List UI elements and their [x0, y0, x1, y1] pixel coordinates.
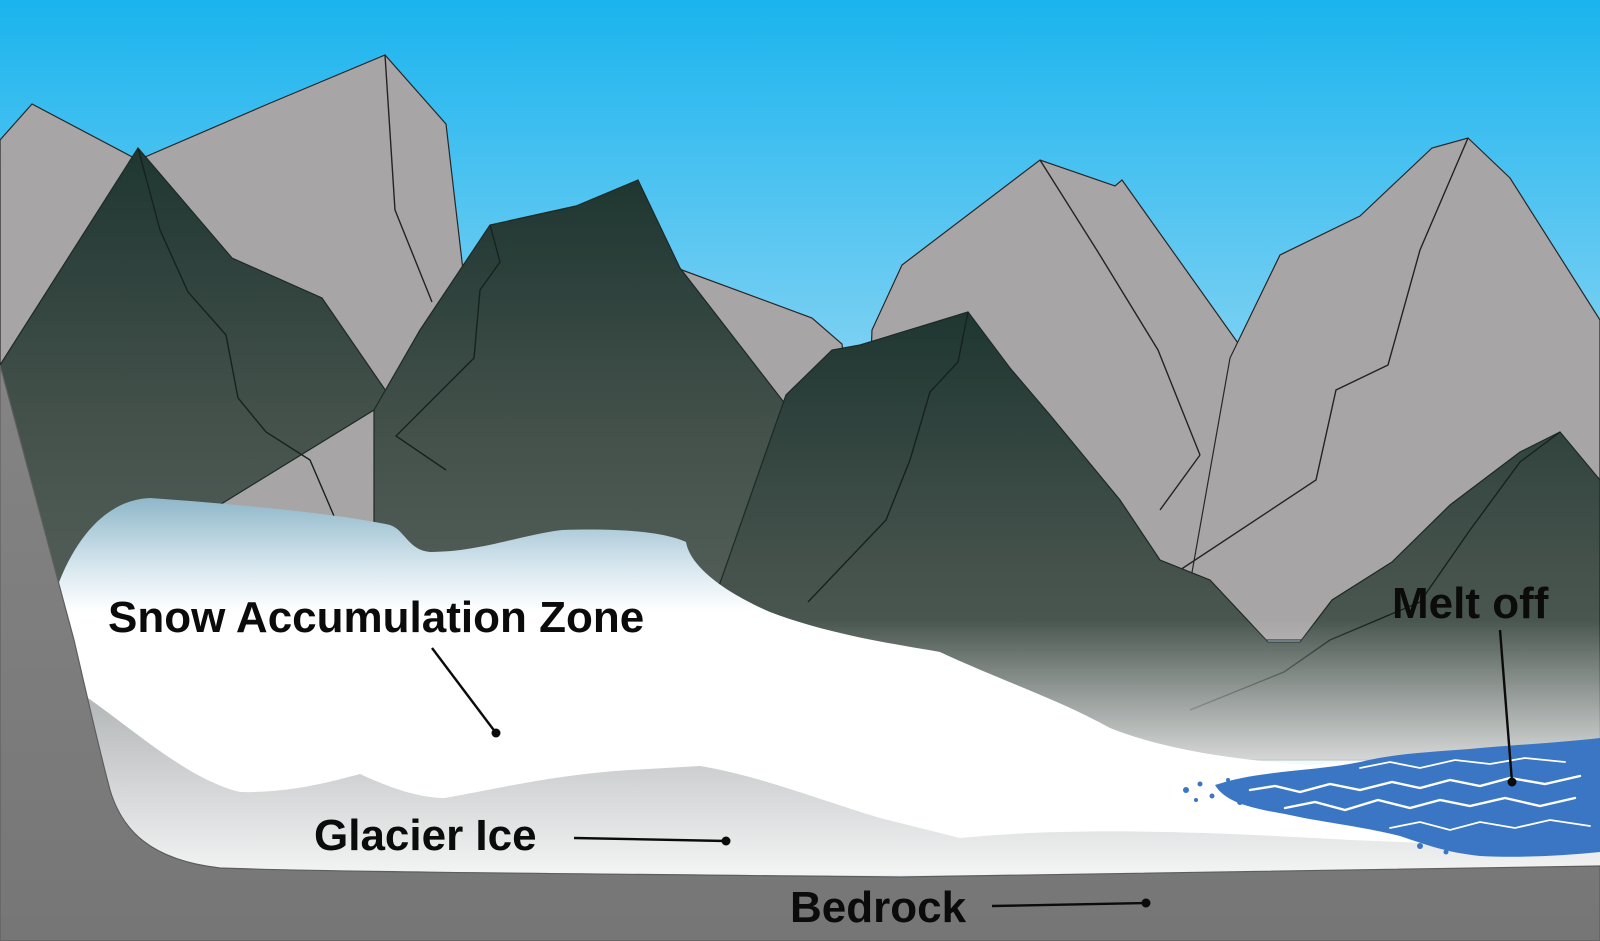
bedrock-leader	[991, 901, 1147, 908]
snow-zone-leader	[431, 647, 497, 734]
snow-zone-leader-dot	[491, 728, 501, 738]
meltwater	[1183, 738, 1600, 857]
bedrock	[0, 364, 1600, 941]
melt-off-leader	[1498, 629, 1514, 783]
rear-ridge-lines	[384, 54, 1469, 571]
snow-field	[58, 498, 1600, 875]
front-ridge-lines	[137, 147, 1561, 711]
glacier-ice-leader	[573, 836, 727, 843]
glacier-ice-leader-dot	[721, 836, 731, 846]
meltwater-body	[1215, 738, 1600, 857]
bedrock-leader-dot	[1141, 898, 1151, 908]
glacier-ice-label: Glacier Ice	[314, 811, 537, 860]
snow-accumulation-zone-label: Snow Accumulation Zone	[108, 593, 645, 642]
bedrock-label: Bedrock	[790, 883, 967, 932]
glacier-ice-layer	[88, 698, 1600, 875]
meltwater-highlights	[1248, 757, 1591, 831]
melt-off-leader-dot	[1507, 777, 1517, 787]
leader-lines	[431, 629, 1517, 908]
meltwater-spray	[1183, 778, 1449, 855]
melt-off-label: Melt off	[1392, 579, 1549, 628]
